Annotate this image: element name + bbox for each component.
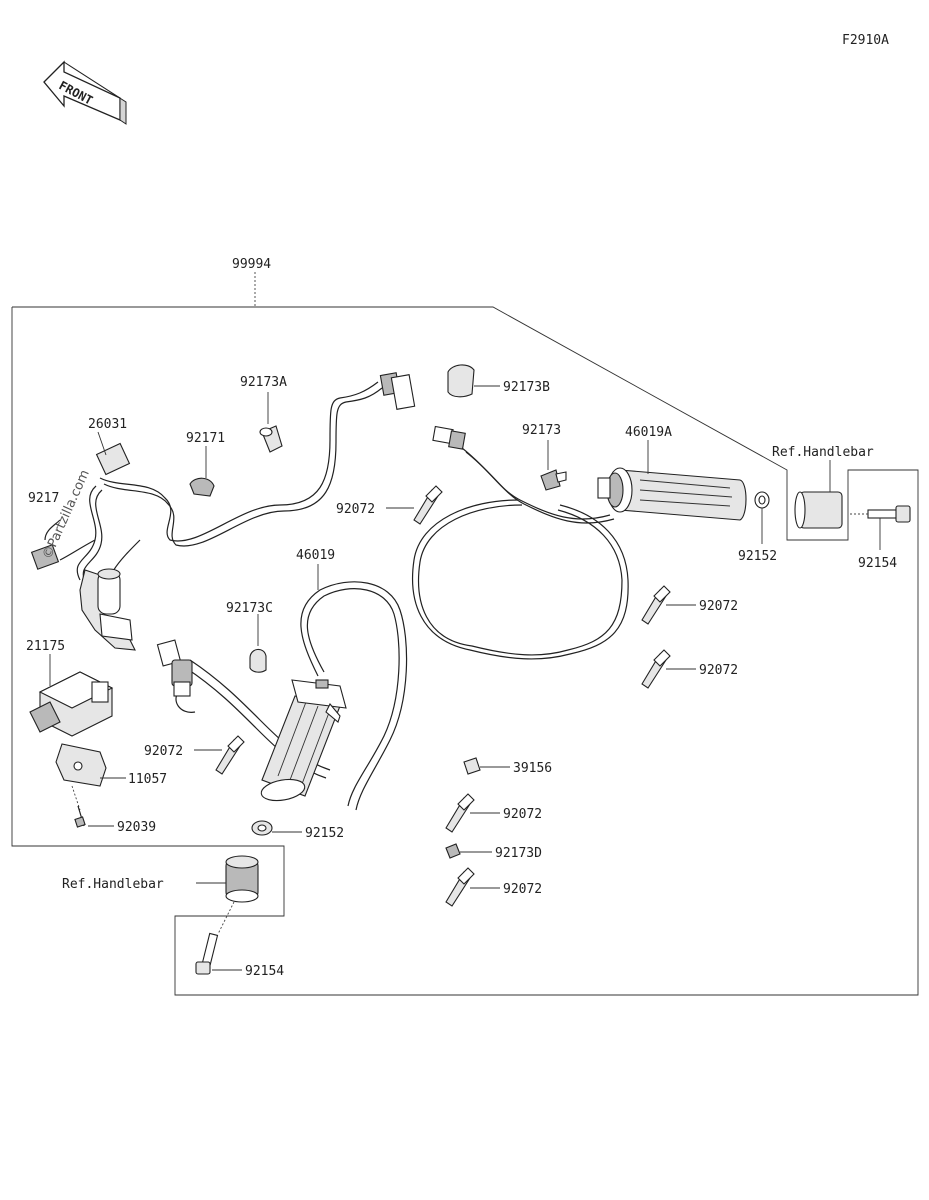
label-92173C: 92173C (226, 601, 273, 616)
label-92072-c: 92072 (699, 663, 738, 678)
ref-handlebar-right-end (794, 460, 843, 529)
front-arrow-icon: FRONT (43, 60, 127, 125)
label-11057: 11057 (128, 772, 167, 787)
ref-handlebar-left-label: Ref.Handlebar (62, 877, 164, 892)
ref-handlebar-left-end (196, 855, 259, 903)
part-92171 (189, 446, 215, 497)
left-grip-connector (156, 639, 193, 697)
part-39156 (463, 757, 510, 775)
part-92173 (540, 440, 567, 491)
label-21175: 21175 (26, 639, 65, 654)
label-92072-e: 92072 (503, 807, 542, 822)
part-92072-f (445, 867, 500, 907)
part-92173C (249, 614, 267, 673)
label-9217-left: 9217 (28, 491, 59, 506)
part-46019 (175, 564, 408, 811)
part-92173D (445, 843, 492, 859)
label-92072-a: 92072 (336, 502, 375, 517)
label-92173B: 92173B (503, 380, 550, 395)
part-92072-b (641, 585, 696, 625)
label-92152-left: 92152 (305, 826, 344, 841)
label-92039: 92039 (117, 820, 156, 835)
label-26031: 26031 (88, 417, 127, 432)
part-92072-d (194, 735, 245, 775)
part-46019A (597, 440, 747, 521)
part-92072-c (641, 649, 696, 689)
part-26031 (95, 431, 131, 476)
part-92173A (259, 392, 283, 453)
label-92072-d: 92072 (144, 744, 183, 759)
label-92152-right: 92152 (738, 549, 777, 564)
assembly-outline (11, 272, 919, 996)
label-92154-right: 92154 (858, 556, 897, 571)
switch-housing (79, 568, 136, 651)
label-39156: 39156 (513, 761, 552, 776)
label-92173D: 92173D (495, 846, 542, 861)
label-92072-f: 92072 (503, 882, 542, 897)
part-92152-left (251, 820, 302, 836)
part-92154-right (850, 505, 911, 550)
label-46019: 46019 (296, 548, 335, 563)
part-92152-right (754, 491, 770, 544)
part-11057 (55, 743, 126, 787)
label-92171: 92171 (186, 431, 225, 446)
figure-code: F2910A (842, 33, 889, 48)
label-92173: 92173 (522, 423, 561, 438)
label-92173A: 92173A (240, 375, 287, 390)
part-92154-left (195, 901, 242, 975)
part-clip-left (30, 519, 61, 570)
wire-harness (59, 372, 416, 601)
part-92072-e (445, 793, 500, 833)
part-92039 (71, 785, 114, 828)
assembly-label: 99994 (232, 257, 271, 272)
label-92154-left: 92154 (245, 964, 284, 979)
part-92173B (447, 364, 500, 398)
label-92072-b: 92072 (699, 599, 738, 614)
label-46019A: 46019A (625, 425, 672, 440)
right-grip-wire (411, 425, 629, 660)
part-92072-a (386, 485, 443, 525)
watermark: ©Partzilla.com (40, 468, 93, 562)
ref-handlebar-right-label: Ref.Handlebar (772, 445, 874, 460)
part-21175 (29, 654, 114, 737)
